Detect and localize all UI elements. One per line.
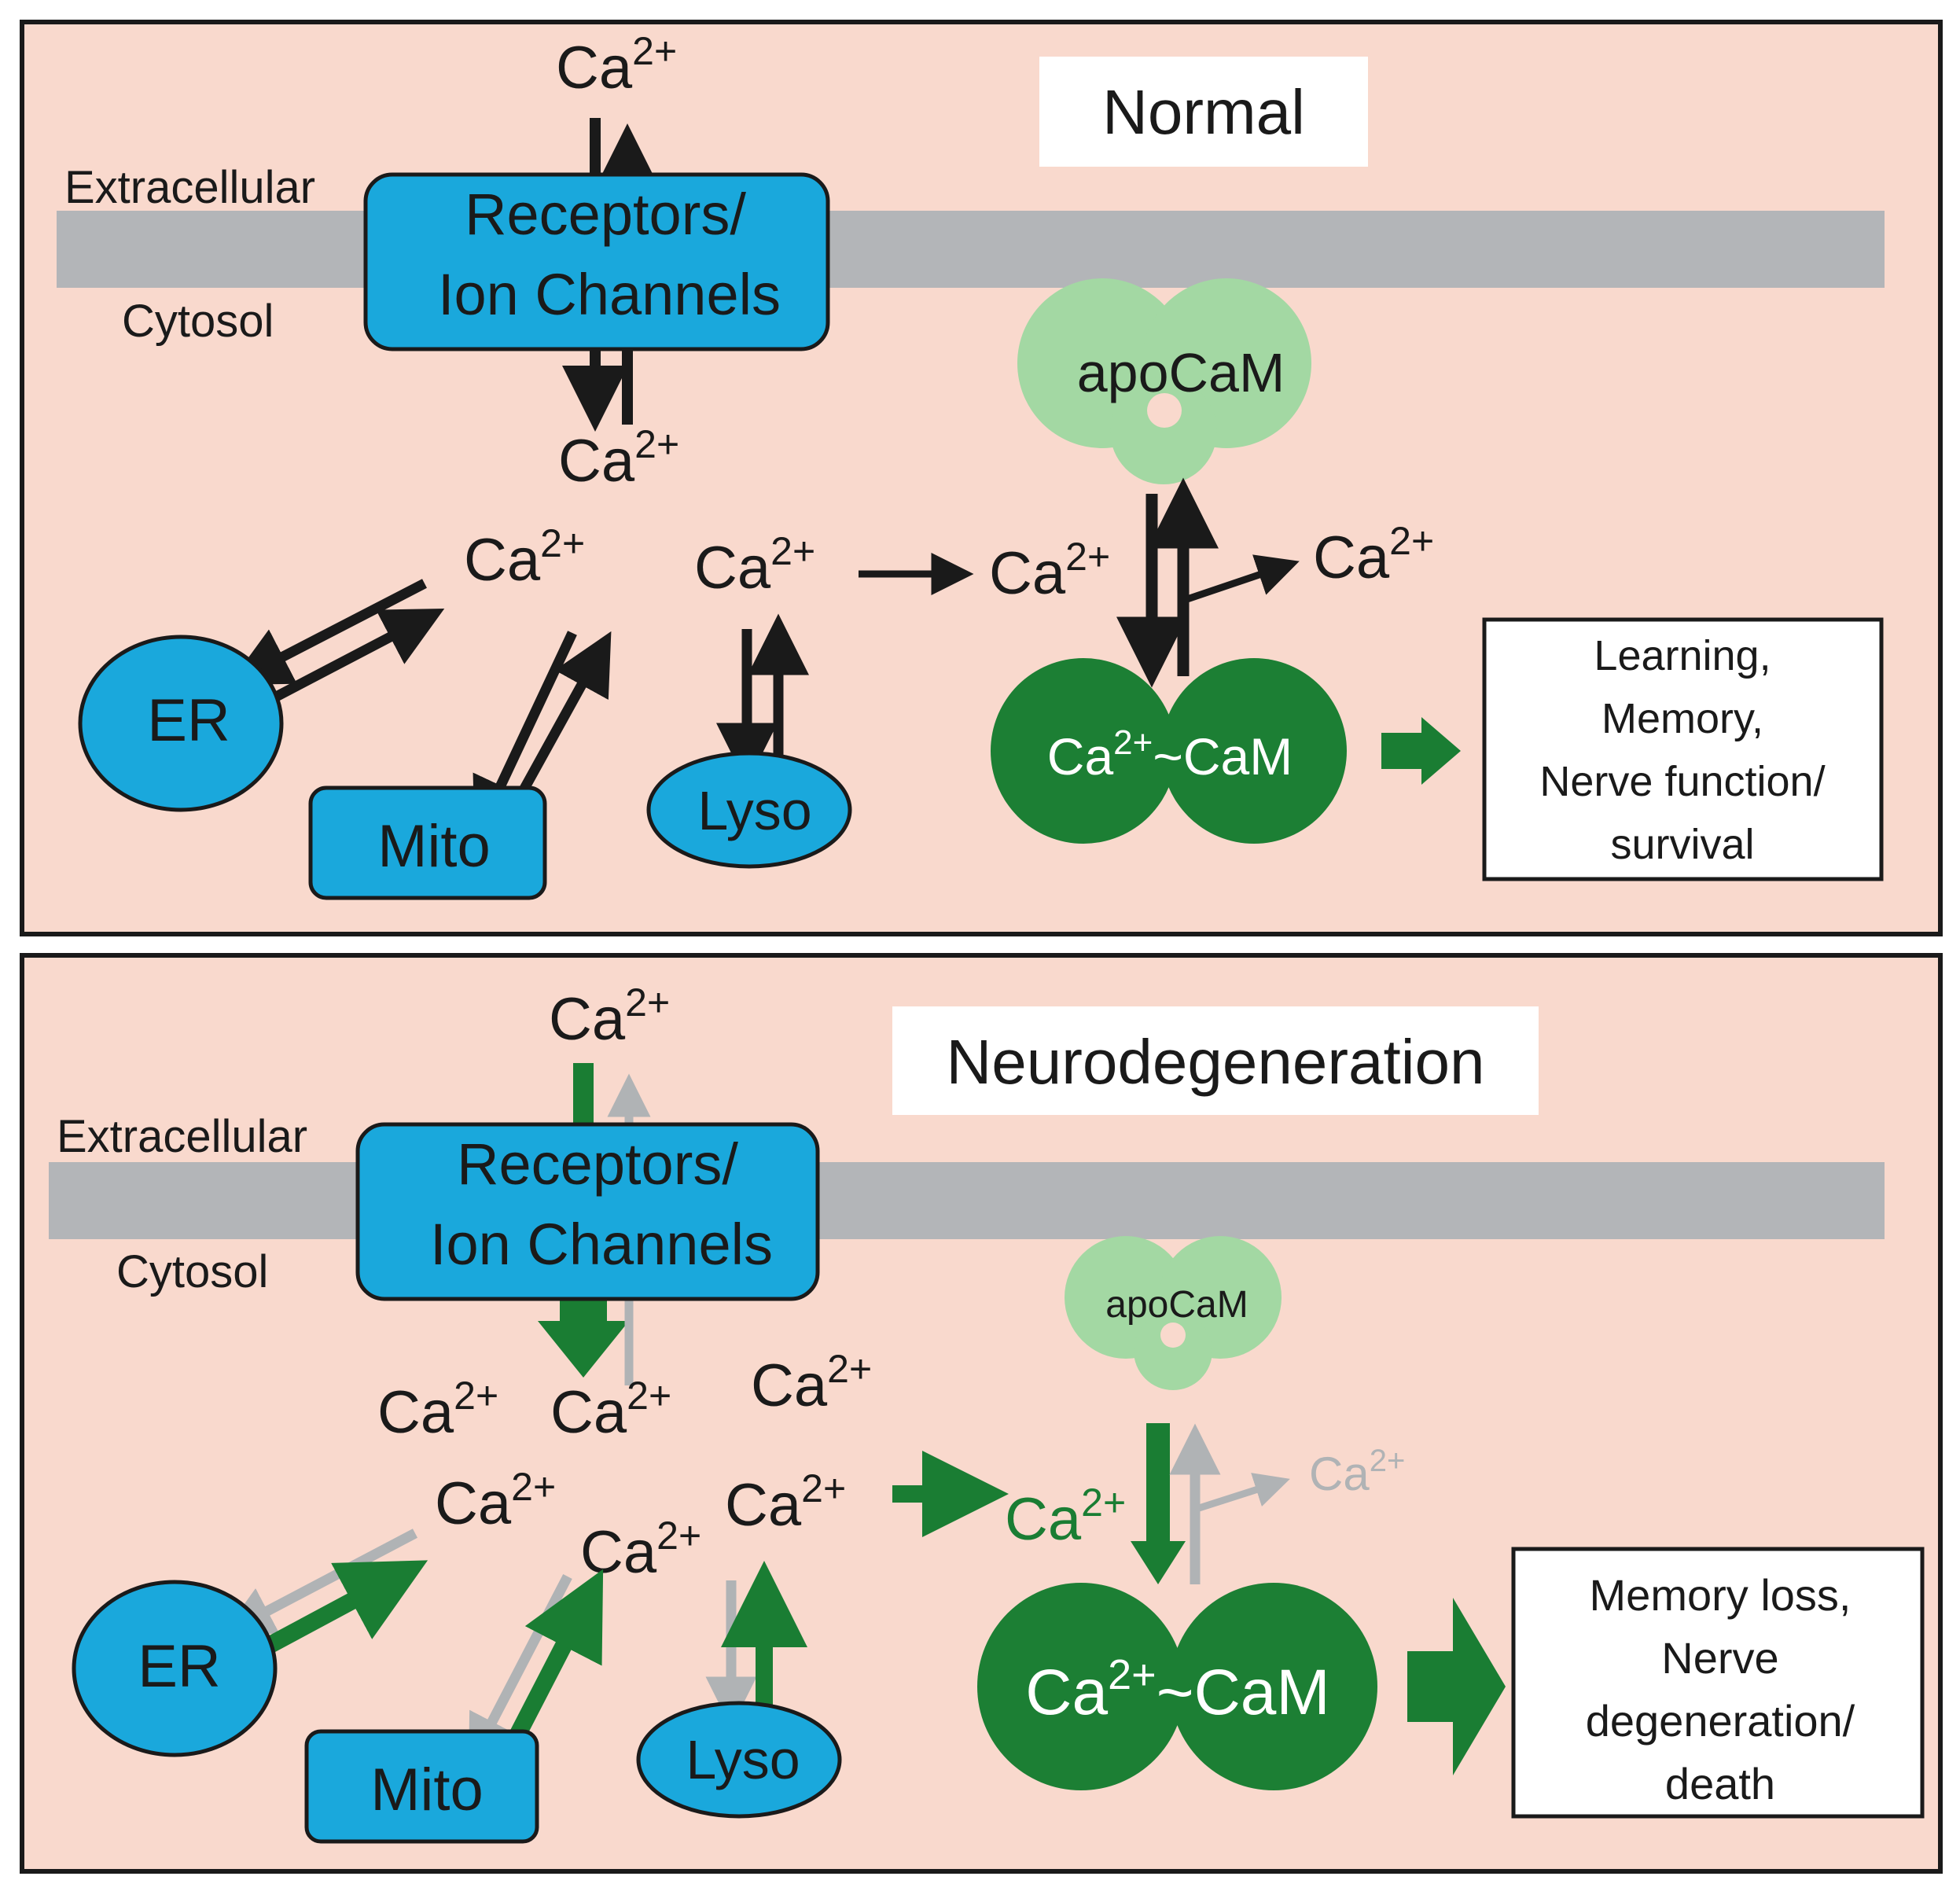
lyso-label-normal: Lyso bbox=[697, 780, 811, 841]
panel-normal: Extracellular Cytosol Normal Receptors/ … bbox=[20, 20, 1943, 936]
panel-neurodegeneration: Extracellular Cytosol Neurodegeneration … bbox=[20, 953, 1943, 1874]
mito-organelle-neuro bbox=[304, 1729, 539, 1844]
title-normal: Normal bbox=[1102, 77, 1305, 147]
ca-below-receptor-normal: Ca2+ bbox=[558, 422, 679, 495]
membrane-neuro bbox=[49, 1162, 1885, 1239]
arrow-ca-release-normal bbox=[1186, 554, 1300, 603]
apocam-label-neuro: apoCaM bbox=[1105, 1284, 1248, 1326]
lyso-organelle-normal bbox=[646, 751, 852, 869]
cacam-normal bbox=[991, 658, 1347, 844]
outcome-box-normal bbox=[1482, 617, 1884, 881]
arrow-from-mito-normal bbox=[508, 631, 612, 813]
outcome-line4-neuro: death bbox=[1665, 1759, 1775, 1808]
extracellular-label-normal: Extracellular bbox=[64, 162, 315, 213]
ca-cytosol-6-neuro: Ca2+ bbox=[725, 1466, 846, 1539]
ca-extracellular-normal: Ca2+ bbox=[556, 29, 677, 101]
arrow-to-er-neuro bbox=[222, 1529, 418, 1635]
mito-label-neuro: Mito bbox=[370, 1757, 484, 1823]
cacam-label-normal: Ca2+~CaM bbox=[1047, 723, 1293, 785]
ca-lyso-normal: Ca2+ bbox=[694, 529, 815, 602]
apocam-label-normal: apoCaM bbox=[1077, 342, 1285, 403]
er-organelle-normal bbox=[78, 635, 284, 812]
ca-cytosol-normal: Ca2+ bbox=[464, 521, 585, 594]
arrow-to-er-normal bbox=[228, 579, 427, 685]
output-arrow-normal bbox=[1381, 717, 1461, 785]
apocam-neuro bbox=[1065, 1236, 1282, 1390]
ca-pre-cam-normal: Ca2+ bbox=[989, 535, 1110, 607]
apocam-normal bbox=[1017, 278, 1311, 484]
membrane-normal bbox=[57, 211, 1885, 288]
ca-cytosol-4-neuro: Ca2+ bbox=[435, 1465, 556, 1537]
title-neuro: Neurodegeneration bbox=[947, 1027, 1485, 1097]
ca-cytosol-3-neuro: Ca2+ bbox=[751, 1347, 872, 1419]
outcome-line1-neuro: Memory loss, bbox=[1590, 1570, 1852, 1620]
outcome-line4-normal: survival bbox=[1610, 821, 1754, 868]
lyso-label-neuro: Lyso bbox=[686, 1729, 800, 1790]
extracellular-label-neuro: Extracellular bbox=[57, 1111, 307, 1162]
receptors-line2-neuro: Ion Channels bbox=[430, 1212, 773, 1277]
ca-extracellular-neuro: Ca2+ bbox=[549, 980, 670, 1053]
lyso-organelle-neuro bbox=[636, 1701, 842, 1819]
ca-released-neuro: Ca2+ bbox=[1309, 1444, 1405, 1500]
cacam-label-neuro: Ca2+~CaM bbox=[1025, 1651, 1329, 1728]
cytosol-label-normal: Cytosol bbox=[122, 296, 274, 347]
cacam-neuro bbox=[977, 1583, 1377, 1790]
receptors-line2-normal: Ion Channels bbox=[438, 262, 781, 327]
arrow-to-cacam-neuro bbox=[1131, 1423, 1186, 1584]
outcome-box-neuro bbox=[1511, 1547, 1925, 1819]
mito-label-normal: Mito bbox=[377, 813, 491, 880]
outcome-line2-normal: Memory, bbox=[1601, 695, 1763, 742]
arrow-ca-release-neuro bbox=[1197, 1473, 1290, 1512]
title-box-normal bbox=[1039, 57, 1368, 167]
receptors-line1-normal: Receptors/ bbox=[465, 182, 746, 247]
output-arrow-neuro bbox=[1407, 1598, 1506, 1775]
er-label-normal: ER bbox=[147, 687, 230, 754]
receptors-line1-neuro: Receptors/ bbox=[457, 1131, 738, 1197]
outcome-line1-normal: Learning, bbox=[1594, 632, 1771, 679]
outcome-line3-neuro: degeneration/ bbox=[1586, 1696, 1855, 1746]
ca-cytosol-5-neuro: Ca2+ bbox=[580, 1514, 701, 1586]
ca-cytosol-2-neuro: Ca2+ bbox=[550, 1374, 671, 1446]
cytosol-label-neuro: Cytosol bbox=[116, 1246, 268, 1297]
er-label-neuro: ER bbox=[138, 1633, 221, 1700]
ca-released-normal: Ca2+ bbox=[1313, 519, 1434, 591]
mito-organelle-normal bbox=[308, 785, 547, 900]
title-box-neuro bbox=[892, 1006, 1539, 1115]
ca-cytosol-1-neuro: Ca2+ bbox=[377, 1374, 498, 1446]
er-organelle-neuro bbox=[72, 1580, 278, 1757]
receptors-box-normal bbox=[363, 172, 830, 351]
receptors-box-neuro bbox=[355, 1122, 820, 1301]
outcome-line3-normal: Nerve function/ bbox=[1539, 758, 1825, 805]
ca-pre-cam-neuro: Ca2+ bbox=[1005, 1481, 1126, 1553]
outcome-line2-neuro: Nerve bbox=[1661, 1633, 1778, 1683]
arrow-influx-down-neuro bbox=[538, 1289, 629, 1378]
